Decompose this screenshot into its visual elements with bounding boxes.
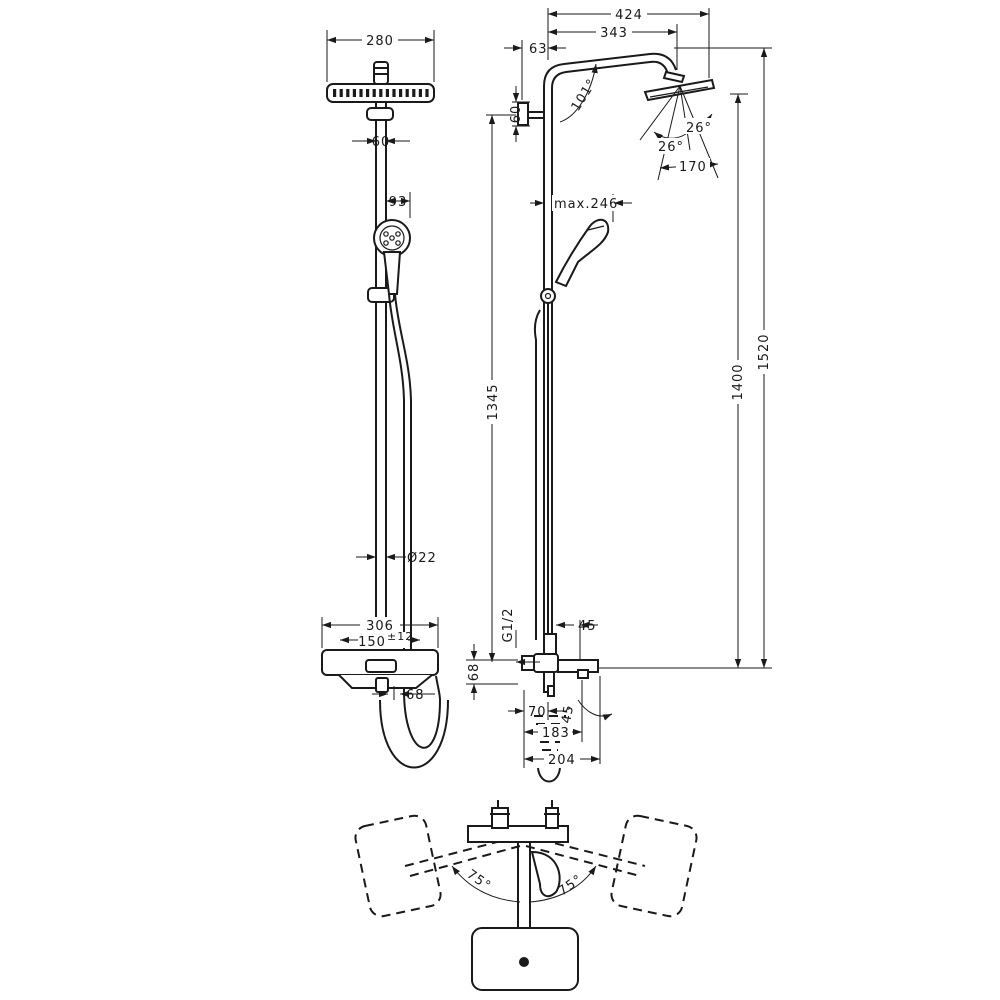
dim-total-depth: 204 bbox=[548, 753, 576, 768]
nozzle-slot bbox=[392, 89, 396, 97]
side-view: 424 343 63 60 101° 26° 26° 170 m bbox=[466, 6, 772, 783]
dim-outlet-offset: 68 bbox=[406, 688, 425, 703]
nozzle-slot bbox=[346, 89, 350, 97]
dim-arm-width: 60 bbox=[372, 135, 391, 150]
dim-connection: G1/2 bbox=[501, 608, 516, 643]
dim-head-tilt-b: 26° bbox=[686, 121, 712, 136]
dim-arm-reach: 343 bbox=[600, 26, 628, 41]
nozzle-slot bbox=[339, 89, 343, 97]
overhead-shower-head bbox=[326, 61, 435, 103]
dim-wall-offset: 63 bbox=[529, 42, 548, 57]
dim-lower-height: 1345 bbox=[486, 383, 501, 420]
nozzle-slot bbox=[412, 89, 416, 97]
dim-total-reach: 424 bbox=[615, 8, 643, 23]
dim-head-width: 280 bbox=[366, 34, 394, 49]
dim-bracket-height: 60 bbox=[509, 105, 524, 124]
nozzle-slot bbox=[425, 89, 429, 97]
dim-pipe-diameter: Ø22 bbox=[407, 551, 437, 566]
nozzle-slot bbox=[366, 89, 370, 97]
dim-spout-drop: 45 bbox=[578, 619, 597, 634]
dim-head-diameter: 170 bbox=[679, 160, 707, 175]
nozzle-slot bbox=[333, 89, 337, 97]
dim-arm-angle: 101° bbox=[569, 76, 600, 114]
top-view: 75° 75° bbox=[354, 800, 698, 991]
dim-hand-shower: 93 bbox=[389, 195, 408, 210]
dim-max-reach: max.246 bbox=[554, 197, 618, 212]
dim-centers: 150 bbox=[358, 635, 386, 650]
nozzle-slot bbox=[385, 89, 389, 97]
dim-spout-angle: 45 bbox=[559, 704, 577, 725]
dim-head-tilt-a: 26° bbox=[658, 140, 684, 155]
dim-mixer-width: 306 bbox=[366, 619, 394, 634]
dim-total-height: 1520 bbox=[757, 333, 772, 370]
front-view: 280 60 93 Ø22 306 150 ±12 68 bbox=[321, 30, 449, 769]
dim-mid-height: 1400 bbox=[731, 363, 746, 400]
degree-mark: ° bbox=[566, 706, 572, 717]
dim-tolerance: ±12 bbox=[387, 630, 413, 643]
nozzle-slot bbox=[352, 89, 356, 97]
nozzle-slot bbox=[418, 89, 422, 97]
nozzle-slot bbox=[372, 89, 376, 97]
dim-mixer-height: 68 bbox=[467, 663, 482, 682]
nozzle-slot bbox=[359, 89, 363, 97]
thermostat-mixer-side bbox=[521, 633, 599, 697]
nozzle-slot bbox=[399, 89, 403, 97]
nozzle-slot bbox=[379, 89, 383, 97]
thermostat-mixer-front bbox=[321, 649, 441, 701]
dim-outlet-depth: 70 bbox=[528, 705, 547, 720]
hand-shower-side bbox=[554, 218, 610, 288]
nozzle-slot bbox=[405, 89, 409, 97]
hand-shower-front bbox=[373, 219, 411, 295]
dim-spout-reach: 183 bbox=[542, 726, 570, 741]
